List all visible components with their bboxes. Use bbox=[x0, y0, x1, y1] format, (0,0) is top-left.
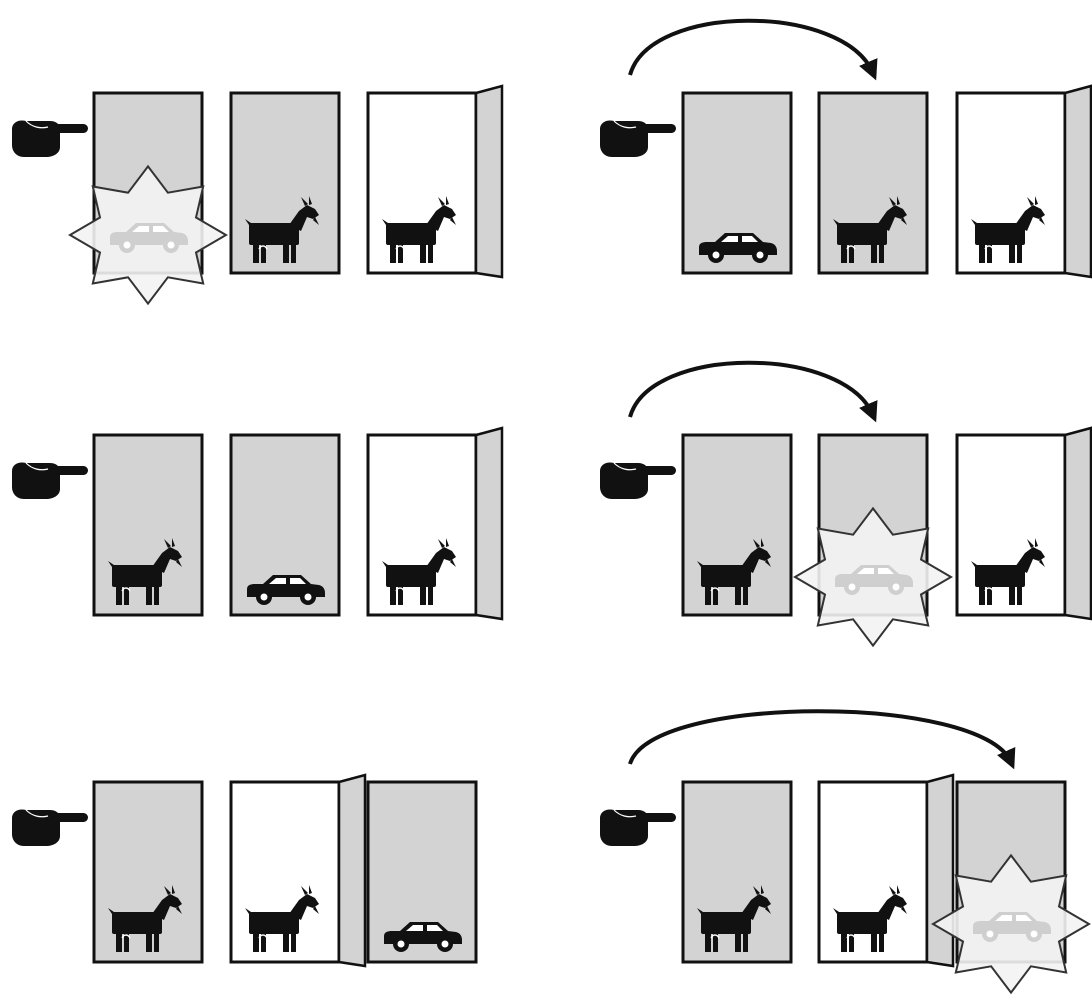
switch-arrow bbox=[630, 21, 873, 75]
switch-arrow bbox=[630, 363, 873, 417]
door-3 bbox=[368, 428, 502, 619]
scenario-3-left bbox=[12, 775, 476, 966]
reveal-burst bbox=[795, 508, 951, 645]
scenario-1-left bbox=[12, 86, 502, 304]
scenario-2-left bbox=[12, 428, 502, 619]
door-2 bbox=[819, 93, 927, 273]
door-1 bbox=[94, 782, 202, 962]
door-1 bbox=[94, 435, 202, 615]
open-door-panel bbox=[339, 775, 365, 966]
pointing-hand-icon bbox=[12, 462, 88, 499]
pointing-hand-icon bbox=[600, 809, 676, 846]
pointing-hand-icon bbox=[600, 120, 676, 157]
door-2 bbox=[231, 775, 365, 966]
pointing-hand-icon bbox=[12, 809, 88, 846]
scenario-2-right bbox=[600, 363, 1091, 646]
open-door-panel bbox=[1065, 86, 1091, 277]
scenario-3-right bbox=[600, 711, 1089, 992]
door-1 bbox=[683, 782, 791, 962]
pointing-hand-icon bbox=[12, 120, 88, 157]
open-door-panel bbox=[476, 428, 502, 619]
reveal-burst bbox=[933, 855, 1089, 992]
door-1 bbox=[683, 435, 791, 615]
door-1 bbox=[683, 93, 791, 273]
open-door-panel bbox=[927, 775, 953, 966]
open-door-panel bbox=[1065, 428, 1091, 619]
door-2 bbox=[231, 93, 339, 273]
door-3 bbox=[368, 782, 476, 962]
door-3 bbox=[368, 86, 502, 277]
open-door-panel bbox=[476, 86, 502, 277]
scenario-1-right bbox=[600, 21, 1091, 277]
reveal-burst bbox=[70, 166, 226, 303]
pointing-hand-icon bbox=[600, 462, 676, 499]
door-3 bbox=[957, 428, 1091, 619]
door-3 bbox=[957, 86, 1091, 277]
door-2 bbox=[819, 775, 953, 966]
switch-arrow bbox=[630, 711, 1011, 764]
door-2 bbox=[231, 435, 339, 615]
